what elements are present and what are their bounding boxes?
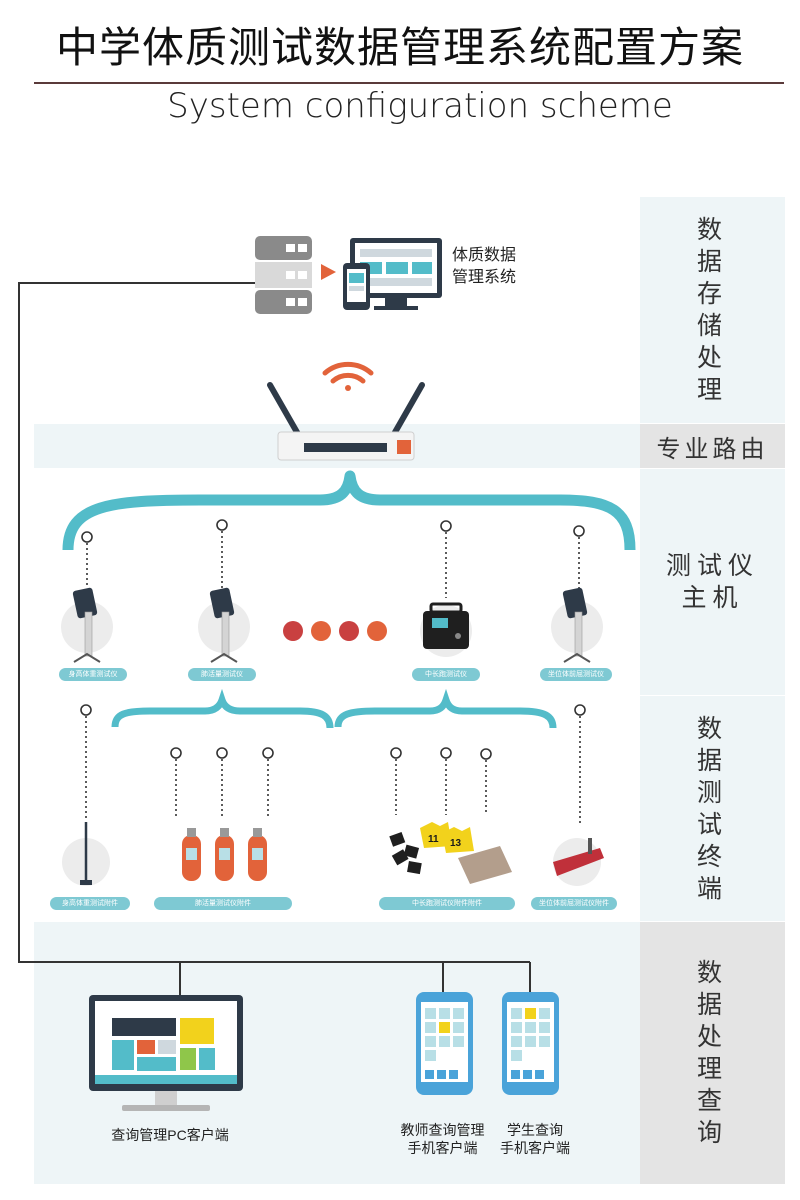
spirometer-handset-icons: [182, 828, 267, 881]
layer-label-host: 测试仪主机: [640, 469, 785, 695]
host-bracket: [62, 470, 636, 551]
management-display-icon: [343, 238, 442, 310]
layer-label-router: 专业路由: [640, 424, 785, 468]
server-label: 体质数据 管理系统: [452, 247, 517, 286]
router-icon: [267, 382, 425, 461]
height-weight-host-icon: [61, 587, 113, 663]
student-phone-icon: [502, 992, 559, 1095]
layer-label-query: 数据处理查询: [640, 922, 785, 1184]
pc-client-icon: [89, 995, 243, 1111]
terminal-caption-spirometer: 肺活量测试仪附件: [154, 897, 292, 910]
running-terminal-bracket: [334, 688, 557, 729]
wifi-icon: [322, 361, 374, 391]
host-caption-sit-reach: 坐位体前屈测试仪: [540, 668, 612, 681]
network-wire: [18, 282, 530, 963]
more-devices-dots: [283, 621, 387, 641]
host-connectors: [81, 519, 585, 598]
teacher-client-label: 教师查询管理 手机客户端: [400, 1122, 485, 1156]
bib-number-2: 13: [450, 838, 462, 849]
bib-number-1: 11: [428, 834, 439, 845]
teacher-phone-icon: [416, 992, 473, 1095]
terminal-caption-running: 中长跑测试仪附件附件: [379, 897, 515, 910]
host-caption-spirometer: 肺活量测试仪: [188, 668, 256, 681]
arrow-icon: [321, 264, 336, 280]
host-caption-running: 中长跑测试仪: [412, 668, 480, 681]
page-title: 中学体质测试数据管理系统配置方案: [55, 23, 744, 72]
student-client-label: 学生查询 手机客户端: [500, 1122, 570, 1156]
server-icon: [255, 236, 312, 314]
layer-label-terminal: 数据测试终端: [640, 696, 785, 921]
terminal-connectors: [80, 704, 586, 826]
host-caption-height-weight: 身高体重测试仪: [59, 668, 127, 681]
terminal-caption-height-weight: 身高体重测试附件: [50, 897, 130, 910]
terminal-caption-sit-reach: 坐位体前屈测试仪附件: [531, 897, 617, 910]
layer-label-storage: 数据存储处理: [640, 197, 785, 423]
page-subtitle: System configuration scheme: [167, 86, 673, 126]
running-accessories-icons: [389, 822, 512, 884]
sit-reach-board-icon: [553, 838, 604, 886]
sit-reach-host-icon: [551, 587, 603, 663]
spirometer-host-icon: [198, 587, 250, 663]
pc-client-label: 查询管理PC客户端: [111, 1127, 229, 1143]
title-divider: [34, 82, 784, 84]
running-host-icon: [420, 602, 472, 657]
spirometer-terminal-bracket: [111, 688, 334, 729]
height-rod-terminal-icon: [62, 822, 110, 886]
